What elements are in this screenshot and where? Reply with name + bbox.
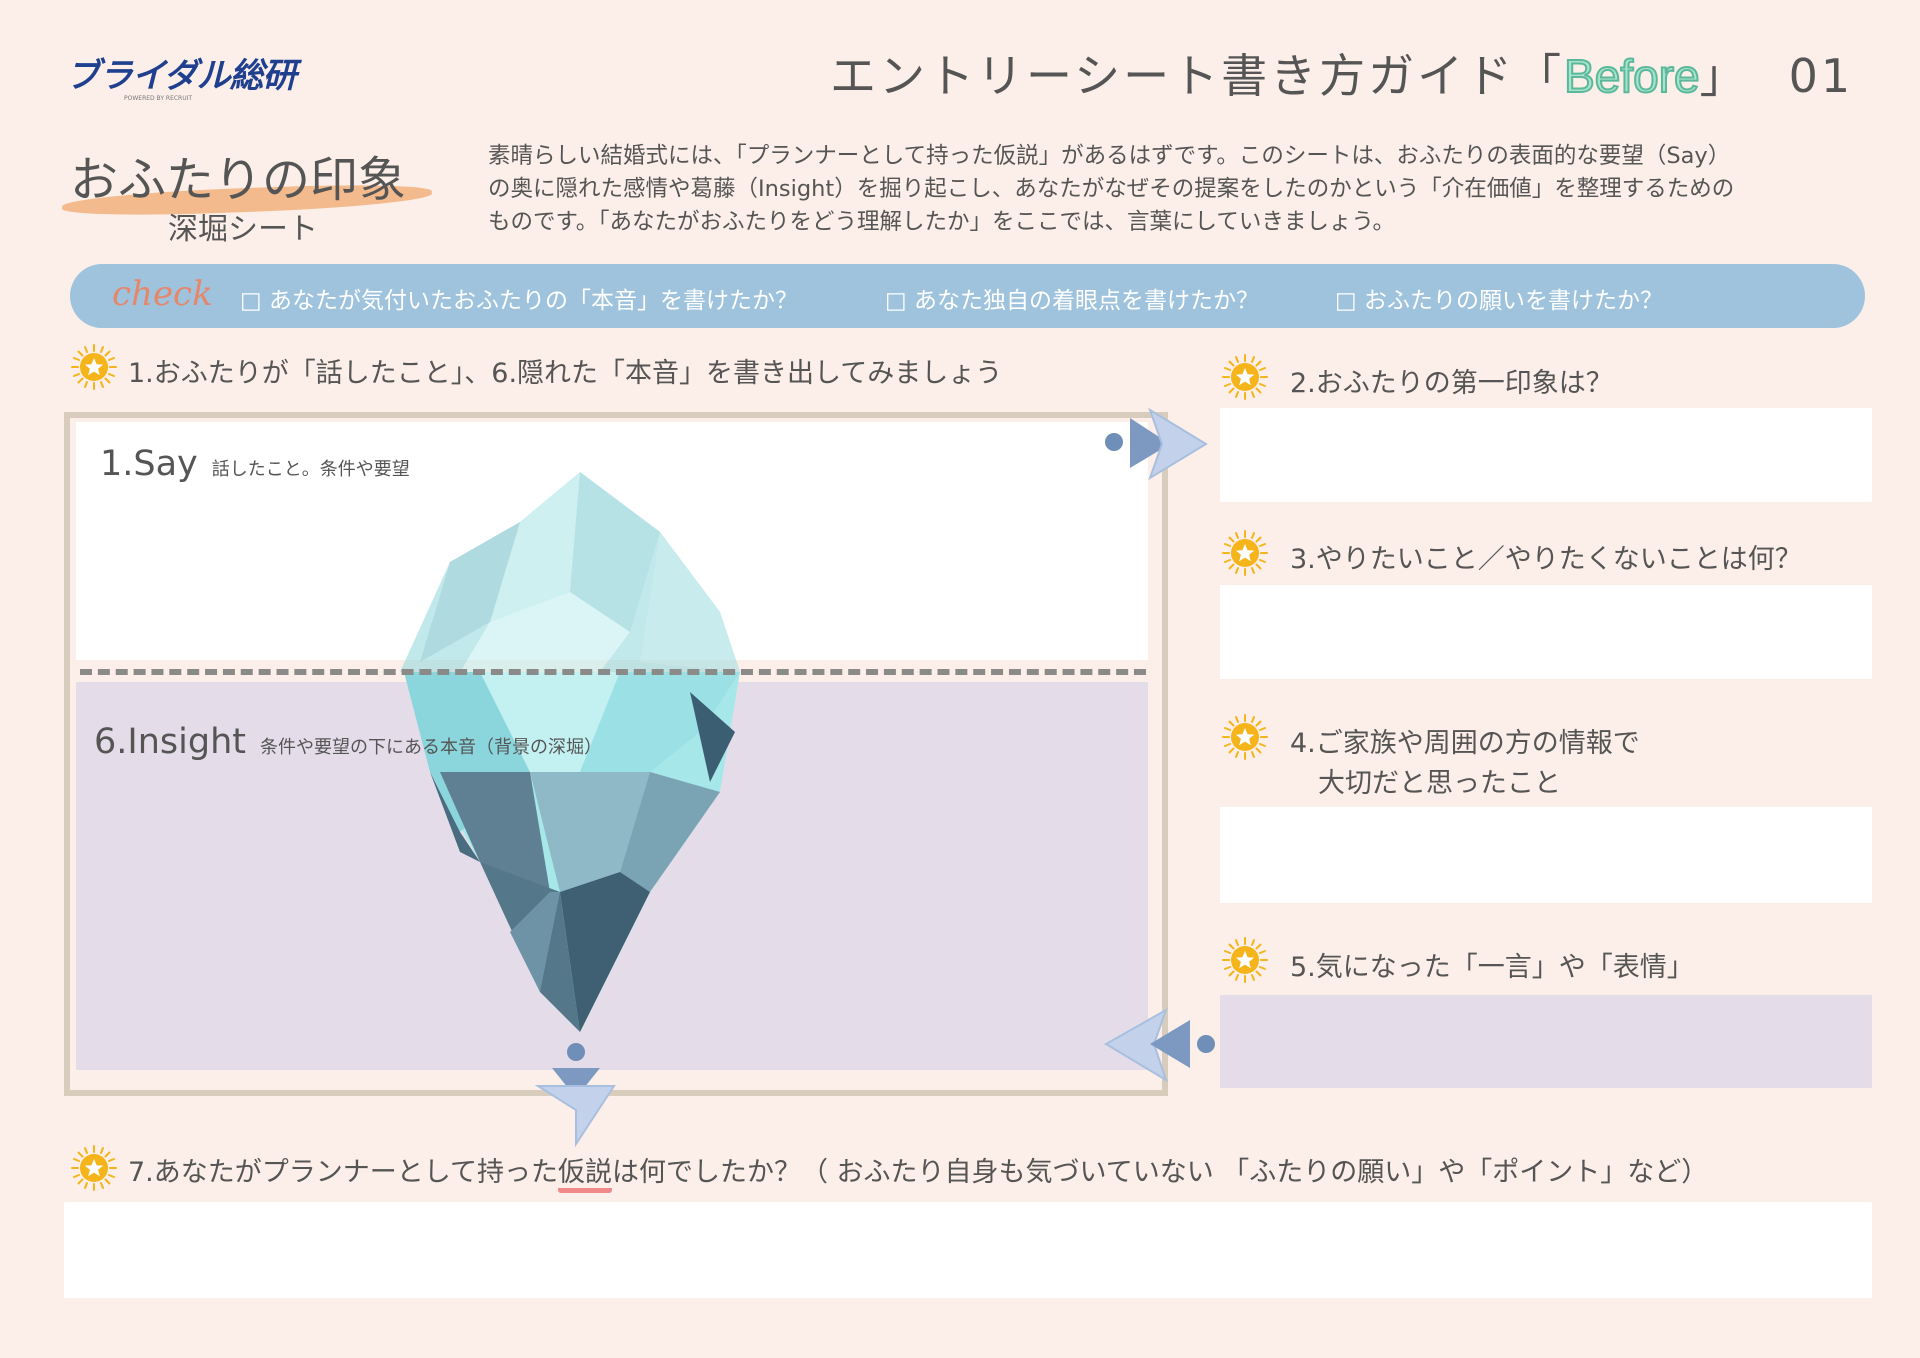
checklist-item[interactable]: □ あなたが気付いたおふたりの「本音」を書けたか？ [240, 288, 799, 314]
say-note: 話したこと。条件や要望 [211, 459, 410, 480]
title-before: Before [1563, 49, 1701, 103]
arrow-left-icon [1104, 1007, 1215, 1083]
brand-logo: ブライダル総研 POWERED BY RECRUIT [66, 48, 297, 103]
sun-star-icon [1222, 937, 1268, 983]
check-logo: check [112, 274, 213, 314]
intro-line: 素晴らしい結婚式には、「プランナーとして持った仮説」があるはずです。このシートは… [488, 143, 1731, 169]
question-4-heading-line1: 4.ご家族や周囲の方の情報で [1290, 728, 1640, 759]
question-3-heading: 3.やりたいこと／やりたくないことは何？ [1290, 544, 1802, 575]
page-number: 01 [1788, 49, 1854, 103]
arrow-right-icon [1105, 407, 1208, 481]
question-7-text: は何でしたか？（ おふたり自身も気づいていない 「ふたりの願い」や「ポイント」な… [611, 1157, 1709, 1188]
logo-text: ブライダル総研 [66, 56, 297, 96]
logo-subtext: POWERED BY RECRUIT [124, 95, 193, 102]
question-7-text: 7.あなたがプランナーとして持った [128, 1157, 558, 1188]
insight-title: 6.Insight [94, 722, 246, 762]
sheet-title: おふたりの印象 深堀シート [61, 140, 450, 247]
family-info-answer[interactable] [1220, 807, 1872, 903]
intro-line: ものです。「あなたがおふたりをどう理解したか」をここでは、言葉にしていきましょう… [488, 209, 1395, 235]
sheet-title-main: おふたりの印象 [70, 152, 407, 208]
checklist-item[interactable]: □ あなた独自の着眼点を書けたか？ [885, 288, 1260, 314]
wants-answer[interactable] [1220, 585, 1872, 679]
question-2-heading: 2.おふたりの第一印象は？ [1290, 368, 1613, 399]
arrow-down-icon [534, 1043, 616, 1148]
waterline-divider [80, 669, 1146, 675]
sun-star-icon [1222, 354, 1268, 400]
say-title: 1.Say [100, 444, 198, 484]
sun-star-icon [71, 344, 117, 390]
page-title: エントリーシート書き方ガイド「Before」 01 [830, 40, 1853, 106]
sheet-title-sub: 深堀シート [168, 212, 318, 247]
checklist-bar: check □ あなたが気付いたおふたりの「本音」を書けたか？ □ あなた独自の… [70, 264, 1865, 328]
title-prefix: エントリーシート書き方ガイド「 [830, 49, 1565, 103]
insight-label: 6.Insight 条件や要望の下にある本音（背景の深堀） [94, 722, 602, 762]
sun-star-icon [1222, 530, 1268, 576]
insight-note: 条件や要望の下にある本音（背景の深堀） [259, 737, 602, 758]
first-impression-answer[interactable] [1220, 408, 1872, 502]
hypothesis-answer[interactable] [64, 1202, 1872, 1298]
sun-star-icon [1222, 714, 1268, 760]
checklist-item[interactable]: □ おふたりの願いを書けたか？ [1335, 288, 1664, 314]
intro-line: の奥に隠れた感情や葛藤（Insight）を掘り起こし、あなたがなぜその提案をした… [488, 176, 1735, 202]
say-label: 1.Say 話したこと。条件や要望 [100, 444, 410, 484]
iceberg-illustration [400, 472, 740, 1032]
hypothesis-emphasis: 仮説 [557, 1157, 612, 1193]
sun-star-icon [71, 1145, 117, 1191]
question-4-heading-line2: 大切だと思ったこと [1318, 768, 1561, 799]
notable-expression-answer[interactable] [1220, 995, 1872, 1088]
intro-text: 素晴らしい結婚式には、「プランナーとして持った仮説」があるはずです。このシートは… [488, 140, 1848, 239]
question-5-heading: 5.気になった「一言」や「表情」 [1290, 952, 1694, 983]
title-suffix: 」 [1699, 49, 1749, 103]
question-7-heading: 7.あなたがプランナーとして持った仮説は何でしたか？（ おふたり自身も気づいてい… [128, 1150, 1709, 1193]
question-1-heading: 1.おふたりが「話したこと」、6.隠れた「本音」を書き出してみましょう [128, 358, 1003, 389]
